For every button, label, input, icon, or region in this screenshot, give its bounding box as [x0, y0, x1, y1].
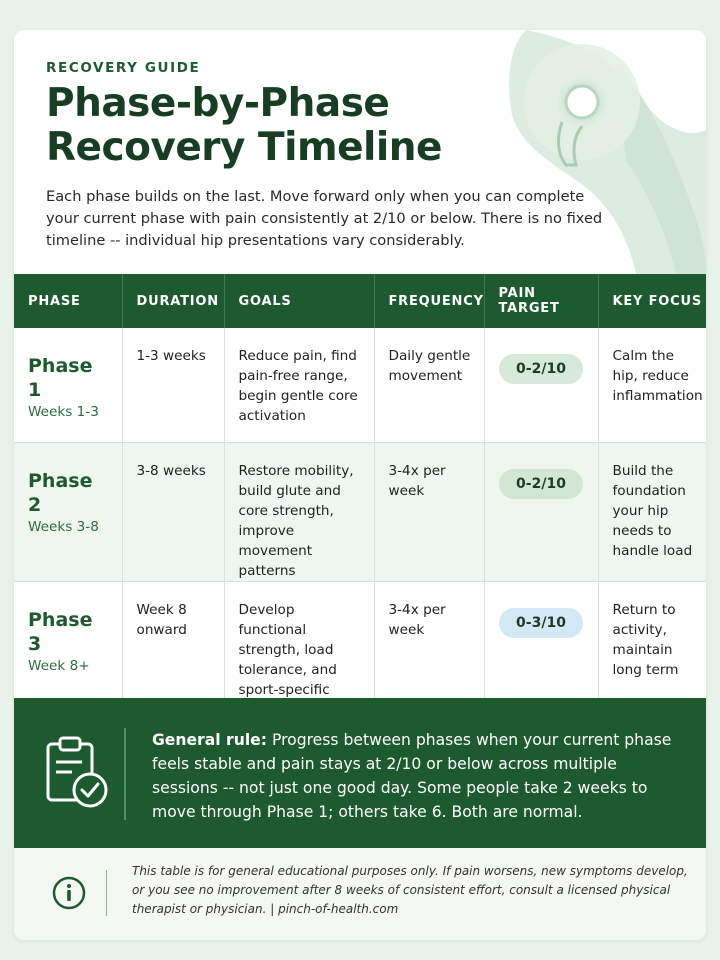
table-row: Phase 1 Weeks 1-3 1-3 weeks Reduce pain,…	[14, 328, 706, 443]
goals-cell: Restore mobility, build glute and core s…	[224, 442, 375, 582]
info-icon	[52, 876, 86, 910]
general-rule-label: General rule:	[152, 731, 267, 749]
col-header-key-focus: KEY FOCUS	[598, 274, 706, 328]
phase-name: Phase 3	[28, 608, 93, 655]
table-row: Phase 3 Week 8+ Week 8 onward Develop fu…	[14, 581, 706, 721]
title-line-1: Phase-by-Phase	[46, 81, 390, 126]
key-focus-cell: Calm the hip, reduce inflammation	[598, 328, 706, 443]
goals-cell: Reduce pain, find pain-free range, begin…	[224, 328, 375, 443]
general-rule-body: Progress between phases when your curren…	[152, 731, 672, 821]
col-header-phase: PHASE	[14, 274, 123, 328]
phase-cell: Phase 3 Week 8+	[14, 581, 123, 721]
col-header-pain-target: PAIN TARGET	[484, 274, 599, 328]
general-rule-banner: General rule: Progress between phases wh…	[14, 698, 706, 848]
pain-target-cell: 0-2/10	[484, 328, 599, 443]
col-header-duration: DURATION	[122, 274, 225, 328]
duration-cell: 1-3 weeks	[122, 328, 225, 443]
frequency-cell: Daily gentle movement	[374, 328, 485, 443]
title-line-2: Recovery Timeline	[46, 125, 443, 170]
clipboard-check-icon	[46, 736, 108, 808]
pain-target-badge: 0-2/10	[499, 468, 583, 499]
recovery-guide-card: RECOVERY GUIDE Phase-by-Phase Recovery T…	[14, 30, 706, 940]
intro-text: Each phase builds on the last. Move forw…	[46, 188, 603, 249]
frequency-cell: 3-4x per week	[374, 581, 485, 721]
phase-table: PHASE DURATION GOALS FREQUENCY PAIN TARG…	[14, 274, 706, 721]
disclaimer-footer: This table is for general educational pu…	[14, 848, 706, 940]
phase-weeks: Week 8+	[28, 657, 90, 674]
duration-cell: Week 8 onward	[122, 581, 225, 721]
general-rule-text: General rule: Progress between phases wh…	[152, 728, 672, 824]
phase-weeks: Weeks 1-3	[28, 404, 99, 420]
hip-illustration-icon	[509, 30, 706, 274]
page-title: Phase-by-Phase Recovery Timeline	[46, 82, 706, 170]
pain-target-badge: 0-2/10	[499, 354, 583, 384]
disclaimer-text: This table is for general educational pu…	[132, 864, 688, 916]
key-focus-cell: Return to activity, maintain long term	[598, 581, 706, 721]
rule-divider	[124, 728, 126, 820]
frequency-cell: 3-4x per week	[374, 442, 485, 582]
duration-cell: 3-8 weeks	[122, 442, 225, 582]
pain-target-cell: 0-3/10	[484, 581, 599, 721]
phase-name: Phase 2	[28, 469, 93, 516]
phase-cell: Phase 1 Weeks 1-3	[14, 328, 123, 443]
pain-target-badge: 0-3/10	[499, 607, 583, 638]
phase-name: Phase 1	[28, 355, 93, 401]
header: RECOVERY GUIDE Phase-by-Phase Recovery T…	[14, 30, 706, 274]
pain-target-cell: 0-2/10	[484, 442, 599, 582]
phase-weeks: Weeks 3-8	[28, 518, 99, 535]
col-header-frequency: FREQUENCY	[374, 274, 485, 328]
phase-cell: Phase 2 Weeks 3-8	[14, 442, 123, 582]
disclaimer-divider	[106, 870, 107, 916]
col-header-goals: GOALS	[224, 274, 375, 328]
table-header-row: PHASE DURATION GOALS FREQUENCY PAIN TARG…	[14, 274, 706, 328]
key-focus-cell: Build the foundation your hip needs to h…	[598, 442, 706, 582]
eyebrow-label: RECOVERY GUIDE	[46, 60, 201, 76]
table-row: Phase 2 Weeks 3-8 3-8 weeks Restore mobi…	[14, 442, 706, 582]
